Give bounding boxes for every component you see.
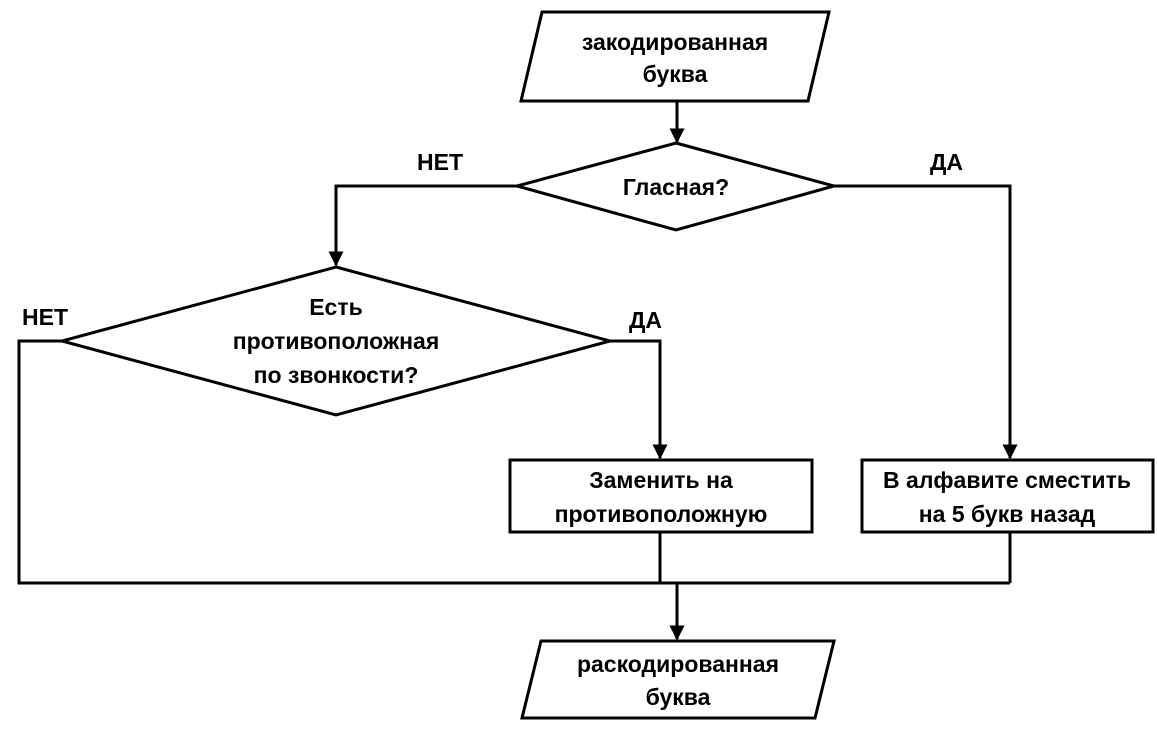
shift-line-2: на 5 букв назад bbox=[919, 501, 1096, 527]
vowel-decision-node: Гласная? bbox=[511, 141, 840, 232]
replace-line-1: Заменить на bbox=[589, 467, 733, 493]
replace-node: Заменить на противоположную bbox=[508, 458, 814, 534]
connectors bbox=[17, 102, 1018, 641]
output-line-2: буква bbox=[646, 684, 711, 710]
replace-box bbox=[508, 458, 814, 534]
input-parallelogram bbox=[519, 10, 831, 103]
vowel-diamond bbox=[511, 141, 840, 232]
arrow-vowel-yes bbox=[834, 184, 1018, 460]
opposite-decision-node: Есть противоположная по звонкости? bbox=[56, 265, 616, 417]
vowel-yes-label: ДА bbox=[930, 149, 963, 175]
arrow-opposite-yes bbox=[610, 339, 668, 460]
opposite-diamond bbox=[56, 265, 616, 417]
line-opposite-no bbox=[17, 339, 1010, 585]
opposite-no-label: НЕТ bbox=[22, 304, 68, 330]
edge-labels: НЕТ ДА НЕТ ДА bbox=[22, 149, 963, 333]
shift-node: В алфавите сместить на 5 букв назад bbox=[860, 458, 1155, 534]
vowel-no-label: НЕТ bbox=[417, 149, 463, 175]
opposite-line-3: по звонкости? bbox=[254, 362, 419, 388]
output-line-1: раскодированная bbox=[577, 651, 779, 677]
replace-line-2: противоположную bbox=[555, 501, 768, 527]
vowel-question: Гласная? bbox=[623, 174, 729, 200]
opposite-line-2: противоположная bbox=[233, 328, 440, 354]
shift-line-1: В алфавите сместить bbox=[883, 467, 1131, 493]
input-line-1: закодированная bbox=[582, 29, 768, 55]
input-node: закодированная буква bbox=[519, 10, 831, 103]
shift-box bbox=[860, 458, 1155, 534]
arrow-vowel-no bbox=[328, 184, 517, 267]
input-line-2: буква bbox=[643, 61, 708, 87]
output-node: раскодированная буква bbox=[520, 639, 836, 720]
opposite-yes-label: ДА bbox=[629, 307, 662, 333]
opposite-line-1: Есть bbox=[309, 294, 363, 320]
output-parallelogram bbox=[520, 639, 836, 720]
